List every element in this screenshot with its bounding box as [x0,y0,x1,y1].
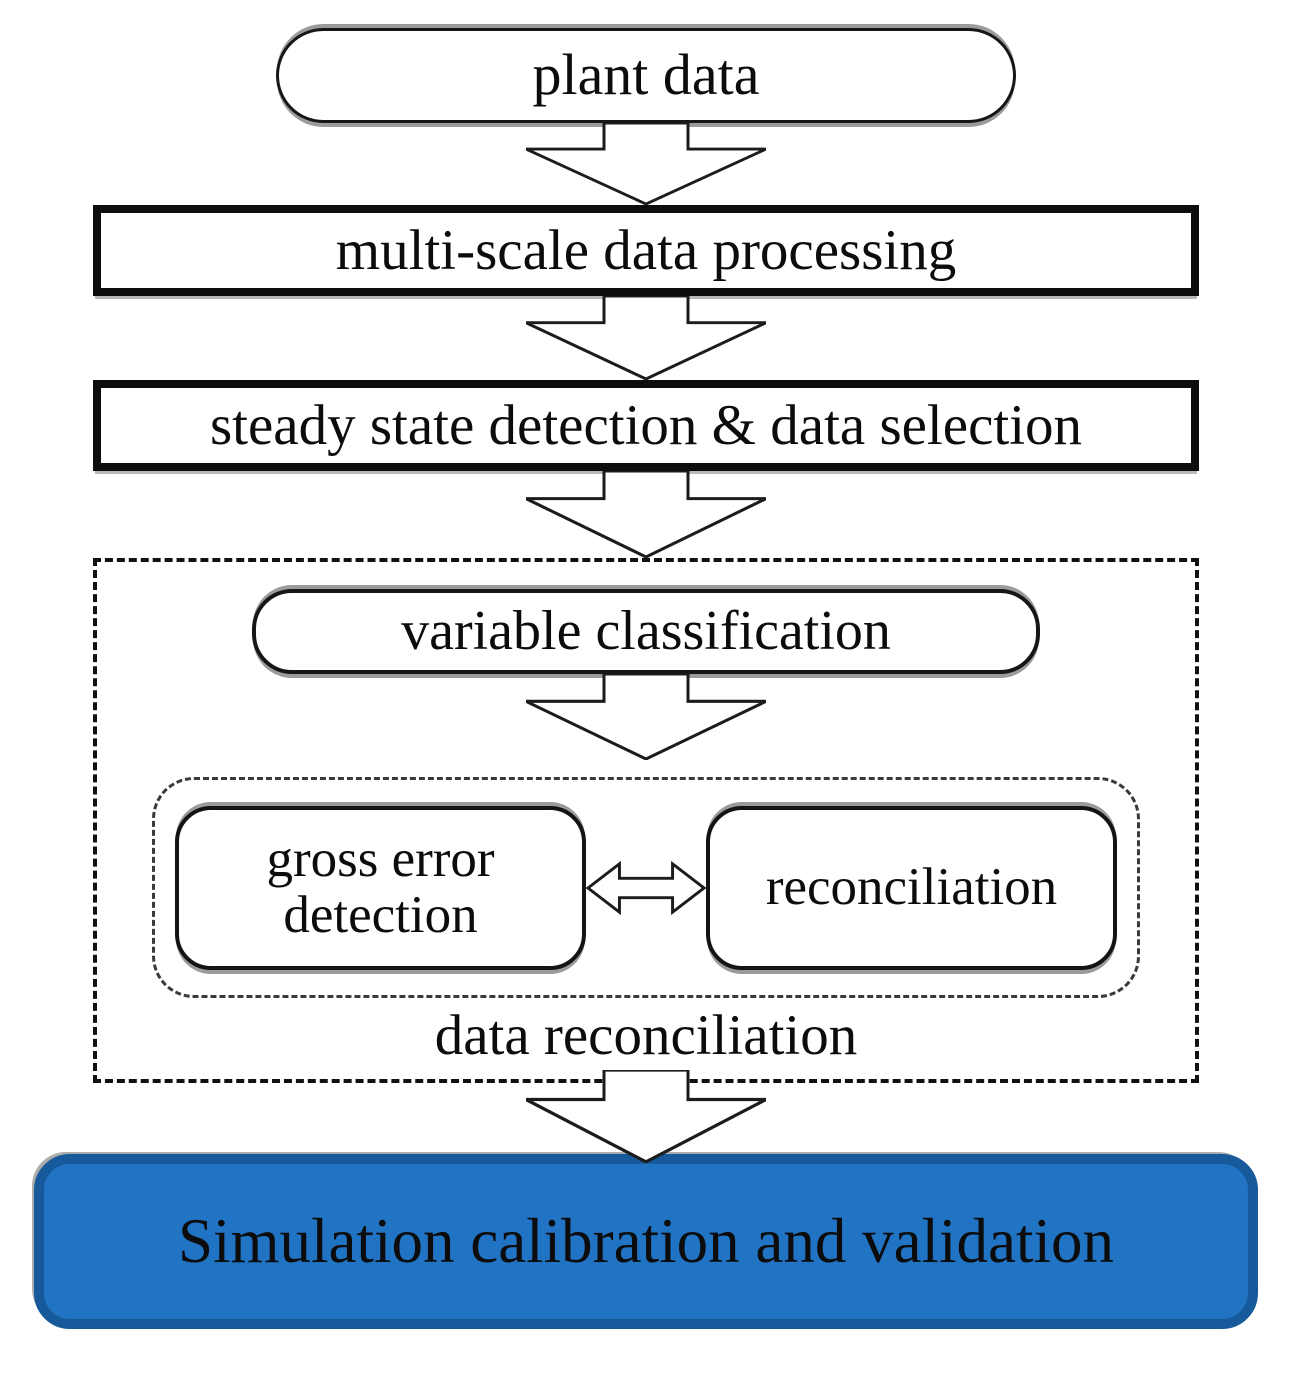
node-reconciliation: reconciliation [706,805,1117,970]
node-multi-scale-data-processing: multi-scale data processing [93,205,1199,296]
double-arrow-icon [586,860,706,915]
node-steady-state-label: steady state detection & data selection [209,393,1083,457]
node-plant-data-label: plant data [532,42,760,108]
data-reconciliation-label: data reconciliation [434,1004,858,1067]
group-data-reconciliation: variable classification gross error dete… [93,558,1199,1083]
node-simulation-label: Simulation calibration and validation [177,1206,1115,1277]
node-simulation-calibration-validation: Simulation calibration and validation [34,1154,1258,1329]
node-variable-classification-label: variable classification [401,600,891,663]
down-arrow-icon [526,674,766,760]
subgroup-gross-error-reconciliation: gross error detection reconciliation [152,777,1140,998]
node-multi-scale-label: multi-scale data processing [335,218,957,282]
down-arrow-icon [526,296,766,380]
node-gross-error-label: gross error detection [266,829,495,944]
down-arrow-icon [526,1070,766,1163]
node-gross-error-detection: gross error detection [175,805,586,970]
node-reconciliation-label: reconciliation [765,857,1058,916]
down-arrow-icon [526,471,766,558]
down-arrow-icon [526,123,766,205]
node-variable-classification: variable classification [252,589,1040,674]
node-plant-data: plant data [276,28,1016,123]
node-steady-state-detection: steady state detection & data selection [93,380,1199,471]
